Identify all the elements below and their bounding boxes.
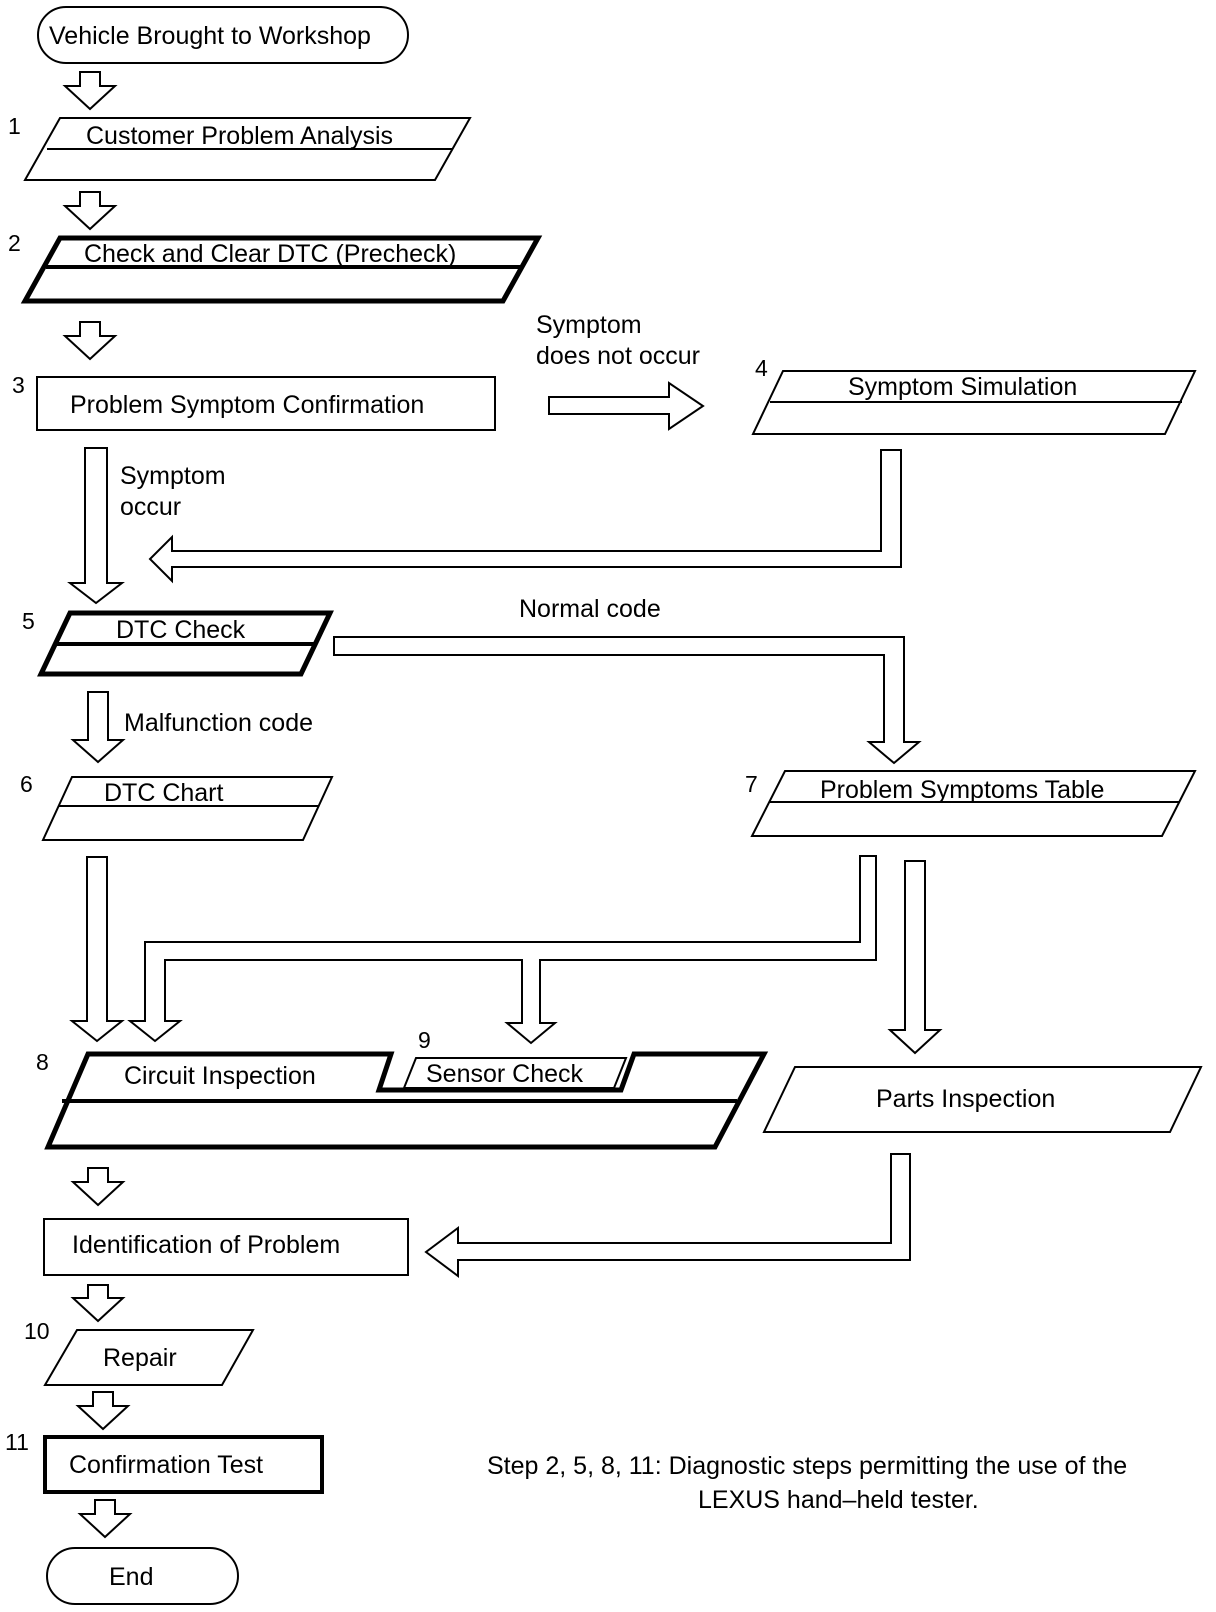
step-2-number: 2 bbox=[8, 230, 21, 256]
identification-shape bbox=[43, 1218, 409, 1276]
arrow-4-return bbox=[148, 449, 902, 584]
step-8-label: Circuit Inspection bbox=[124, 1062, 316, 1090]
step-3-shape bbox=[36, 376, 496, 431]
step-5-label: DTC Check bbox=[116, 616, 246, 644]
step-4-shape bbox=[751, 370, 1197, 435]
arrow-8-to-ident bbox=[70, 1167, 126, 1207]
arrow-7-to-parts bbox=[887, 860, 943, 1055]
end-label: End bbox=[109, 1563, 153, 1591]
arrow-parts-to-ident bbox=[424, 1153, 911, 1278]
step-4-number: 4 bbox=[755, 355, 768, 381]
branch-occur-line2: occur bbox=[120, 493, 181, 521]
branch-normal-code: Normal code bbox=[519, 595, 661, 623]
step-7-number: 7 bbox=[745, 771, 758, 797]
step-8-shape bbox=[44, 1051, 769, 1150]
note-line-2: LEXUS hand–held tester. bbox=[698, 1486, 979, 1514]
step-4-label: Symptom Simulation bbox=[848, 373, 1077, 401]
arrow-7-to-8-and-9 bbox=[127, 855, 877, 1045]
step-3-number: 3 bbox=[12, 372, 25, 398]
parts-inspection-shape bbox=[762, 1066, 1203, 1133]
step-5-number: 5 bbox=[22, 608, 35, 634]
arrow-start-to-1 bbox=[62, 71, 118, 111]
branch-occur-line1: Symptom bbox=[120, 462, 226, 490]
step-9-number: 9 bbox=[418, 1027, 431, 1053]
arrow-10-to-11 bbox=[75, 1391, 131, 1431]
branch-not-occur-line2: does not occur bbox=[536, 342, 700, 370]
arrow-11-to-end bbox=[77, 1499, 133, 1539]
step-6-label: DTC Chart bbox=[104, 779, 224, 807]
step-9-label: Sensor Check bbox=[426, 1060, 584, 1088]
arrow-3-to-5 bbox=[67, 447, 125, 605]
arrow-ident-to-10 bbox=[70, 1284, 126, 1323]
start-terminal-shape bbox=[37, 6, 409, 64]
arrow-5-to-6 bbox=[70, 691, 126, 764]
step-5-shape bbox=[37, 610, 334, 677]
identification-label: Identification of Problem bbox=[72, 1231, 340, 1259]
arrow-3-to-4 bbox=[548, 381, 705, 431]
step-1-shape bbox=[23, 117, 472, 181]
step-10-label: Repair bbox=[103, 1344, 177, 1372]
step-1-number: 1 bbox=[8, 113, 21, 139]
arrow-6-to-8 bbox=[69, 856, 125, 1043]
step-2-shape bbox=[20, 235, 543, 304]
step-3-label: Problem Symptom Confirmation bbox=[70, 391, 424, 419]
arrow-2-to-3 bbox=[62, 321, 118, 361]
step-6-number: 6 bbox=[20, 771, 33, 797]
step-6-shape bbox=[41, 776, 334, 841]
branch-malfunction-code: Malfunction code bbox=[124, 709, 313, 737]
step-8-number: 8 bbox=[36, 1049, 49, 1075]
start-label: Vehicle Brought to Workshop bbox=[49, 22, 371, 50]
end-terminal-shape bbox=[46, 1547, 239, 1605]
step-7-shape bbox=[750, 770, 1197, 837]
step-1-label: Customer Problem Analysis bbox=[86, 122, 393, 150]
step-11-label: Confirmation Test bbox=[69, 1451, 263, 1479]
parts-inspection-label: Parts Inspection bbox=[876, 1085, 1055, 1113]
step-2-label: Check and Clear DTC (Precheck) bbox=[84, 240, 456, 268]
step-9-shape bbox=[402, 1057, 628, 1089]
step-7-label: Problem Symptoms Table bbox=[820, 776, 1104, 804]
note-line-1: Step 2, 5, 8, 11: Diagnostic steps permi… bbox=[487, 1452, 1127, 1480]
step-11-shape bbox=[43, 1435, 324, 1494]
branch-not-occur-line1: Symptom bbox=[536, 311, 642, 339]
arrow-5-to-7 bbox=[333, 636, 922, 765]
step-11-number: 11 bbox=[5, 1429, 29, 1455]
arrow-1-to-2 bbox=[62, 191, 118, 231]
step-10-shape bbox=[43, 1329, 255, 1386]
step-10-number: 10 bbox=[24, 1318, 50, 1344]
